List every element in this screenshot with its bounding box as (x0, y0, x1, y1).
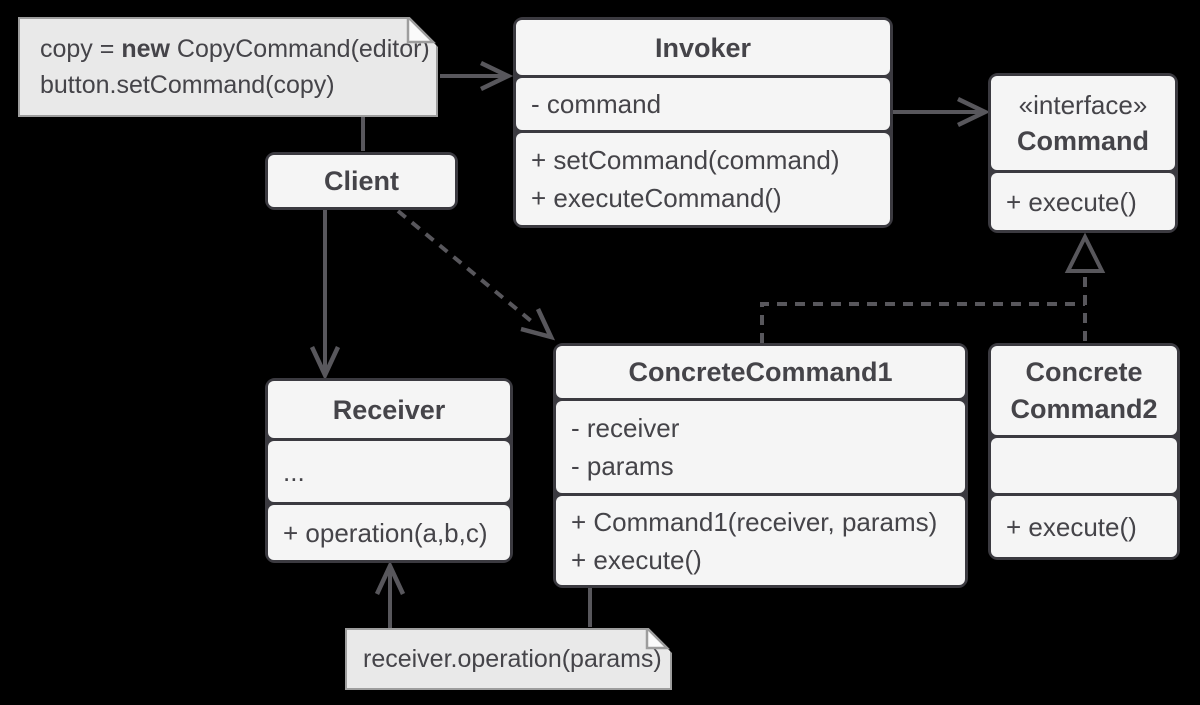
class-title: ConcreteCommand1 (628, 357, 893, 387)
class-title-compartment: Invoker (516, 20, 890, 75)
arrow-client-to-receiver (309, 210, 341, 381)
class-title: Client (323, 166, 399, 196)
code-text: copy = (40, 35, 122, 63)
attributes-compartment: - receiver - params (556, 401, 965, 493)
arrow-invoker-to-command (893, 96, 991, 128)
methods-compartment: + Command1(receiver, params) + execute() (556, 496, 965, 585)
class-title-compartment: Concrete Command2 (991, 346, 1177, 435)
method-line: + setCommand(command) (531, 145, 840, 175)
attribute-line: - params (571, 451, 674, 481)
note-fold-corner-icon (406, 17, 438, 47)
attributes-compartment: - command (516, 78, 890, 130)
attribute-line: - receiver (571, 413, 680, 443)
class-title: Command (1016, 125, 1149, 156)
class-title-compartment: Receiver (268, 381, 510, 438)
note-fold-corner-icon (645, 628, 672, 653)
methods-compartment: + setCommand(command) + executeCommand() (516, 133, 890, 225)
method-line: + execute() (571, 544, 702, 575)
method-line: + execute() (1006, 186, 1137, 217)
class-receiver: Receiver ... + operation(a,b,c) (265, 378, 513, 563)
class-title: Concrete (1025, 356, 1143, 387)
class-invoker: Invoker - command + setCommand(command) … (513, 17, 893, 228)
code-text: CopyCommand(editor) (169, 35, 430, 63)
note-receiver-call: receiver.operation(params) (345, 628, 672, 690)
class-title-compartment: Client (268, 155, 455, 207)
note-text-line: receiver.operation(params) (363, 645, 662, 673)
arrow-note-to-receiver (374, 560, 406, 628)
method-line: + executeCommand() (531, 183, 782, 213)
class-title: Invoker (654, 32, 752, 63)
note-text-line: button.setCommand(copy) (40, 71, 335, 99)
note-text-line: copy = new CopyCommand(editor) (20, 31, 436, 67)
methods-compartment: + operation(a,b,c) (268, 505, 510, 560)
dashed-arrow-client-to-concretecommand1 (396, 209, 556, 341)
class-concrete-command1: ConcreteCommand1 - receiver - params + C… (553, 343, 968, 588)
method-line: + execute() (1006, 511, 1137, 542)
class-title: Command2 (1010, 393, 1158, 424)
dashed-line-concretecommand1-realization (760, 302, 1085, 343)
attribute-line: - command (531, 89, 662, 119)
method-line: + operation(a,b,c) (283, 517, 488, 548)
interface-stereotype: «interface» (1018, 89, 1148, 120)
class-title: Receiver (332, 394, 446, 425)
methods-compartment: + execute() (991, 496, 1177, 557)
attributes-compartment (991, 438, 1177, 493)
methods-compartment: + execute() (991, 173, 1175, 230)
attribute-line: ... (283, 456, 305, 487)
class-command-interface: «interface» Command + execute() (988, 73, 1178, 233)
class-title-compartment: ConcreteCommand1 (556, 346, 965, 398)
attributes-compartment: ... (268, 441, 510, 502)
class-title-compartment: «interface» Command (991, 76, 1175, 170)
method-line: + Command1(receiver, params) (571, 506, 938, 537)
realization-triangle-icon (1064, 232, 1106, 273)
code-keyword: new (121, 35, 170, 63)
class-concrete-command2: Concrete Command2 + execute() (988, 343, 1180, 560)
class-client: Client (265, 152, 458, 210)
arrow-note-to-invoker (440, 60, 514, 92)
note-client-code: copy = new CopyCommand(editor) button.se… (18, 17, 438, 117)
